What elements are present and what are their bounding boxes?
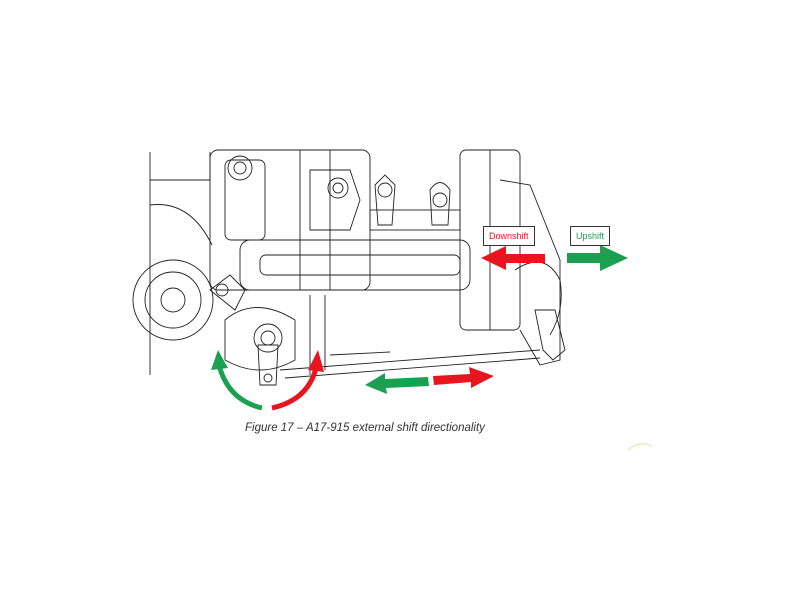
rotation-upshift-arrow [216, 364, 263, 411]
upshift-label: Upshift [570, 226, 611, 246]
rotation-downshift-arrow [271, 367, 319, 411]
downshift-arrow [481, 246, 545, 270]
line-drawing [132, 149, 566, 386]
stray-mark [627, 443, 653, 451]
downshift-label: Downshift [483, 226, 535, 246]
shift-arrows [211, 245, 628, 411]
rotation-upshift-arrowhead [211, 350, 228, 370]
figure-caption: Figure 17 – A17-915 external shift direc… [245, 422, 485, 434]
linkage-downshift-arrow [433, 367, 494, 388]
rotation-downshift-arrowhead [308, 350, 324, 372]
upshift-arrow [567, 245, 628, 271]
linkage-upshift-arrow [365, 373, 429, 394]
